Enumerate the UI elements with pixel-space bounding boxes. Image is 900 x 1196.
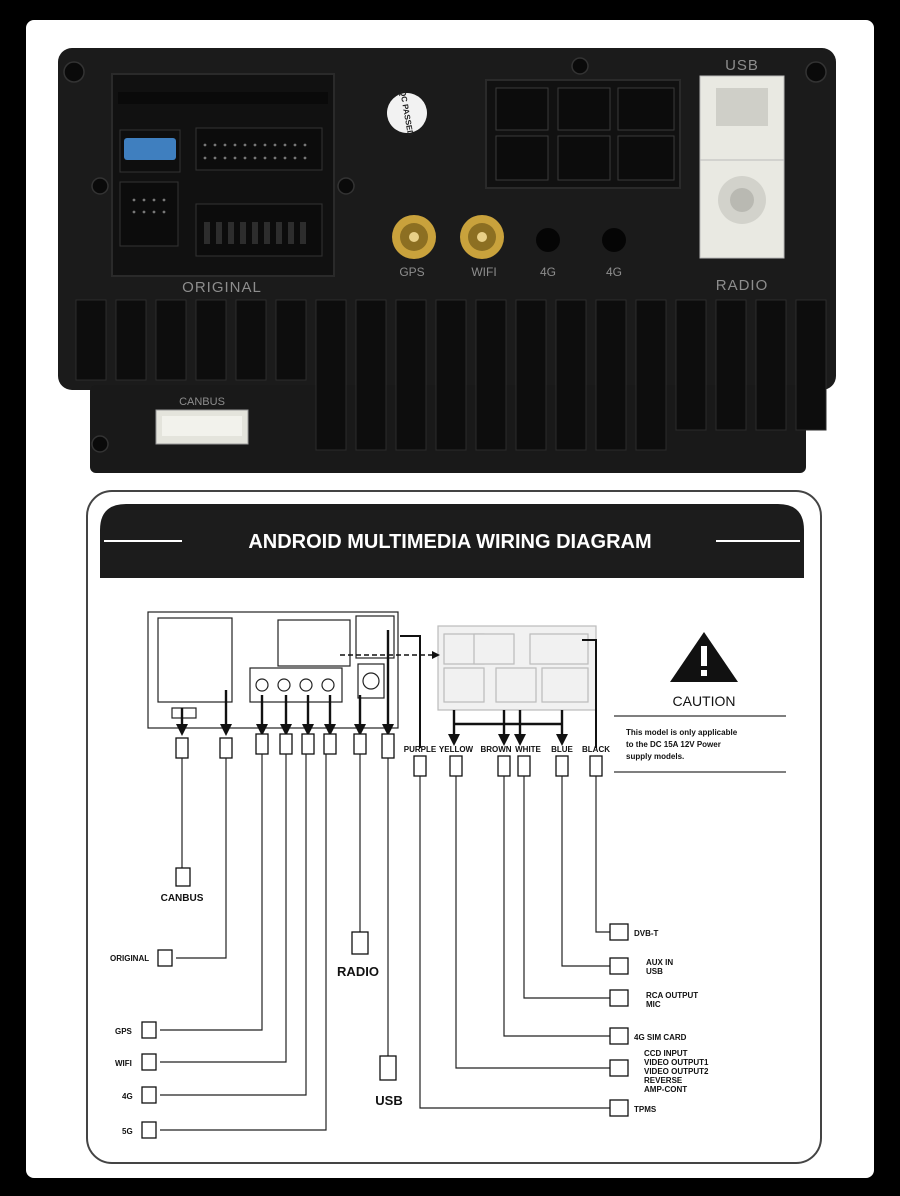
purple-feed-line — [400, 635, 421, 748]
output-video1: VIDEO OUTPUT1 — [644, 1058, 709, 1067]
caution-title: CAUTION — [673, 693, 736, 709]
caution-line-3: supply models. — [626, 752, 684, 761]
output-4g: 4G — [122, 1092, 133, 1101]
head-unit-back-photo: ORIGINAL QC PASSED GPS WIFI 4G 4G USB RA… — [58, 48, 836, 473]
output-canbus: CANBUS — [161, 893, 204, 904]
original-connector-block — [111, 73, 335, 277]
wire-label-blue: BLUE — [551, 745, 573, 754]
output-ccd: CCD INPUT — [644, 1049, 688, 1058]
wifi-antenna-connector — [460, 215, 504, 259]
wiring-diagram-frame — [86, 490, 822, 1164]
output-5g: 5G — [122, 1127, 133, 1136]
output-wifi: WIFI — [115, 1059, 132, 1068]
output-radio: RADIO — [337, 964, 379, 979]
fuse — [124, 138, 176, 160]
schematic-harness-connectors — [437, 625, 597, 711]
qc-sticker: QC PASSED — [387, 89, 427, 137]
output-aux-in: AUX IN — [646, 958, 673, 967]
output-tpms: TPMS — [634, 1105, 657, 1114]
wire-label-white: WHITE — [515, 745, 541, 754]
wifi-silk-label: WIFI — [471, 265, 496, 279]
schematic-head-unit — [147, 611, 399, 729]
original-silk-label: ORIGINAL — [182, 279, 262, 296]
usb-silk-label: USB — [725, 57, 759, 74]
wire-routes — [160, 754, 610, 1131]
wire-label-yellow: YELLOW — [439, 745, 474, 754]
wire-color-labels: PURPLE YELLOW BROWN WHITE BLUE BLACK — [404, 745, 610, 754]
av-connector-block — [485, 79, 681, 189]
output-reverse: REVERSE — [644, 1076, 683, 1085]
output-usb: USB — [375, 1093, 402, 1108]
output-gps: GPS — [115, 1027, 133, 1036]
output-sim: 4G SIM CARD — [634, 1033, 687, 1042]
wire-label-brown: BROWN — [480, 745, 511, 754]
4g-port-hole-b — [602, 228, 626, 252]
4g-silk-label-b: 4G — [606, 265, 622, 279]
radio-silk-label: RADIO — [716, 277, 769, 294]
output-video2: VIDEO OUTPUT2 — [644, 1067, 709, 1076]
right-end-connectors — [609, 923, 629, 1117]
output-dvb-t: DVB-T — [634, 929, 659, 938]
4g-port-hole-a — [536, 228, 560, 252]
gps-antenna-connector — [392, 215, 436, 259]
canbus-silk-label: CANBUS — [179, 396, 225, 408]
output-rca: RCA OUTPUT — [646, 991, 698, 1000]
left-output-labels: CANBUS ORIGINAL RADIO GPS WIFI 4G 5G USB — [110, 893, 403, 1136]
black-feed-line — [582, 639, 597, 748]
output-amp: AMP-CONT — [644, 1085, 687, 1094]
title-banner — [100, 504, 804, 578]
left-end-connectors — [141, 867, 397, 1139]
wire-label-black: BLACK — [582, 745, 610, 754]
caution-line-2: to the DC 15A 12V Power — [626, 740, 721, 749]
mounting-screws — [63, 57, 827, 453]
gps-silk-label: GPS — [399, 265, 424, 279]
right-output-labels: DVB-T AUX IN USB RCA OUTPUT MIC 4G SIM C… — [634, 929, 709, 1114]
wire-label-purple: PURPLE — [404, 745, 437, 754]
wire-plugs — [175, 733, 603, 777]
diagram-title: ANDROID MULTIMEDIA WIRING DIAGRAM — [248, 531, 651, 553]
heatsink-fins — [75, 299, 827, 451]
output-mic: MIC — [646, 1000, 661, 1009]
output-original: ORIGINAL — [110, 954, 149, 963]
caution-line-1: This model is only applicable — [626, 728, 738, 737]
output-aux-usb: USB — [646, 967, 663, 976]
caution-block: CAUTION This model is only applicable to… — [614, 632, 786, 773]
usb-radio-white-connector — [699, 75, 785, 259]
canbus-connector — [155, 409, 249, 445]
4g-silk-label-a: 4G — [540, 265, 556, 279]
